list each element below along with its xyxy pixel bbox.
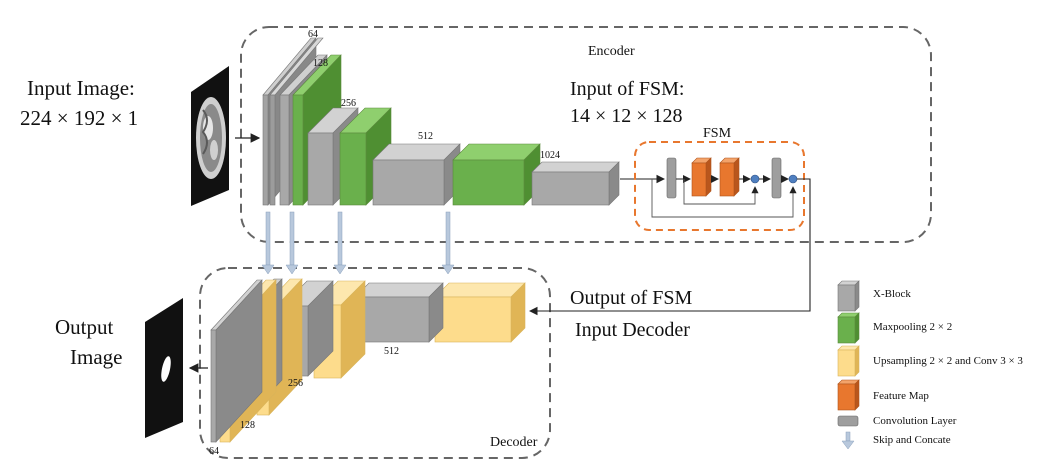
fsm-feature-map-2 (719, 157, 740, 197)
legend-item-maxpooling: Maxpooling 2 × 2 (837, 312, 952, 344)
legend-label-feature-map: Feature Map (873, 390, 929, 402)
fsm-add-node-2 (788, 174, 798, 184)
legend-item-feature-map: Feature Map (837, 379, 929, 411)
legend-label-x-block: X-Block (873, 288, 911, 300)
encoder-label: Encoder (588, 44, 635, 59)
decoder-region (199, 267, 551, 459)
output-image-subtitle: Image (70, 345, 122, 369)
decoder-channel-64: 64 (209, 446, 219, 457)
fsm-input-size: 14 × 12 × 128 (570, 105, 683, 127)
legend: X-Block Maxpooling 2 × 2 Upsampling 2 × … (837, 280, 1023, 450)
fsm-module (634, 141, 805, 231)
legend-label-maxpooling: Maxpooling 2 × 2 (873, 321, 952, 333)
legend-item-convolution: Convolution Layer (837, 415, 957, 427)
input-image-size: 224 × 192 × 1 (20, 106, 138, 130)
encoder-channel-256: 256 (341, 98, 356, 109)
encoder-channel-128: 128 (313, 58, 328, 69)
legend-label-skip: Skip and Concate (873, 434, 951, 446)
legend-label-upsampling: Upsampling 2 × 2 and Conv 3 × 3 (873, 355, 1023, 367)
encoder-blocks (262, 37, 620, 206)
fsm-input-title: Input of FSM: (570, 78, 684, 100)
encoder-block-512 (372, 143, 541, 206)
yellow-cube-icon (837, 345, 860, 377)
down-arrow-icon (841, 431, 855, 450)
encoder-region (240, 26, 932, 243)
decoder-blocks (210, 278, 526, 443)
decoder-block-512 (354, 282, 526, 343)
legend-item-upsampling: Upsampling 2 × 2 and Conv 3 × 3 (837, 345, 1023, 377)
fsm-output-subtitle: Input Decoder (575, 319, 690, 341)
encoder-block-1024 (531, 161, 620, 206)
input-image (191, 66, 229, 206)
gray-bar-icon (837, 415, 859, 427)
decoder-block-64 (210, 279, 277, 443)
fsm-inner-skip (683, 179, 759, 205)
decoder-block-256 (281, 280, 366, 379)
decoder-channel-512: 512 (384, 346, 399, 357)
encoder-channel-64: 64 (308, 29, 318, 40)
fsm-label: FSM (703, 126, 732, 141)
orange-cube-icon (837, 379, 860, 411)
fsm-feature-map-1 (691, 157, 712, 197)
decoder-label: Decoder (490, 435, 538, 450)
skip-connections (261, 211, 455, 275)
output-image (145, 298, 183, 438)
skip-arrow-3 (333, 211, 347, 275)
decoder-channel-256: 256 (288, 378, 303, 389)
fsm-output-title: Output of FSM (570, 287, 692, 309)
skip-arrow-4 (441, 211, 455, 275)
skip-arrow-2 (285, 211, 299, 275)
output-image-title: Output (55, 315, 114, 339)
encoder-channel-1024: 1024 (540, 150, 560, 161)
fsm-add-node-1 (750, 174, 760, 184)
green-cube-icon (837, 312, 860, 344)
input-image-title: Input Image: (27, 76, 135, 100)
fsm-conv-1 (666, 157, 677, 199)
fsm-conv-2 (771, 157, 782, 199)
legend-label-convolution: Convolution Layer (873, 415, 957, 427)
encoder-channel-512: 512 (418, 131, 433, 142)
fsm-outer-skip (651, 179, 797, 218)
fsm-output-connector (528, 178, 811, 316)
gray-cube-icon (837, 280, 860, 312)
skip-arrow-1 (261, 211, 275, 275)
legend-item-x-block: X-Block (837, 280, 911, 312)
legend-item-skip: Skip and Concate (841, 431, 951, 450)
decoder-channel-128: 128 (240, 420, 255, 431)
fsm-internals (651, 157, 798, 218)
